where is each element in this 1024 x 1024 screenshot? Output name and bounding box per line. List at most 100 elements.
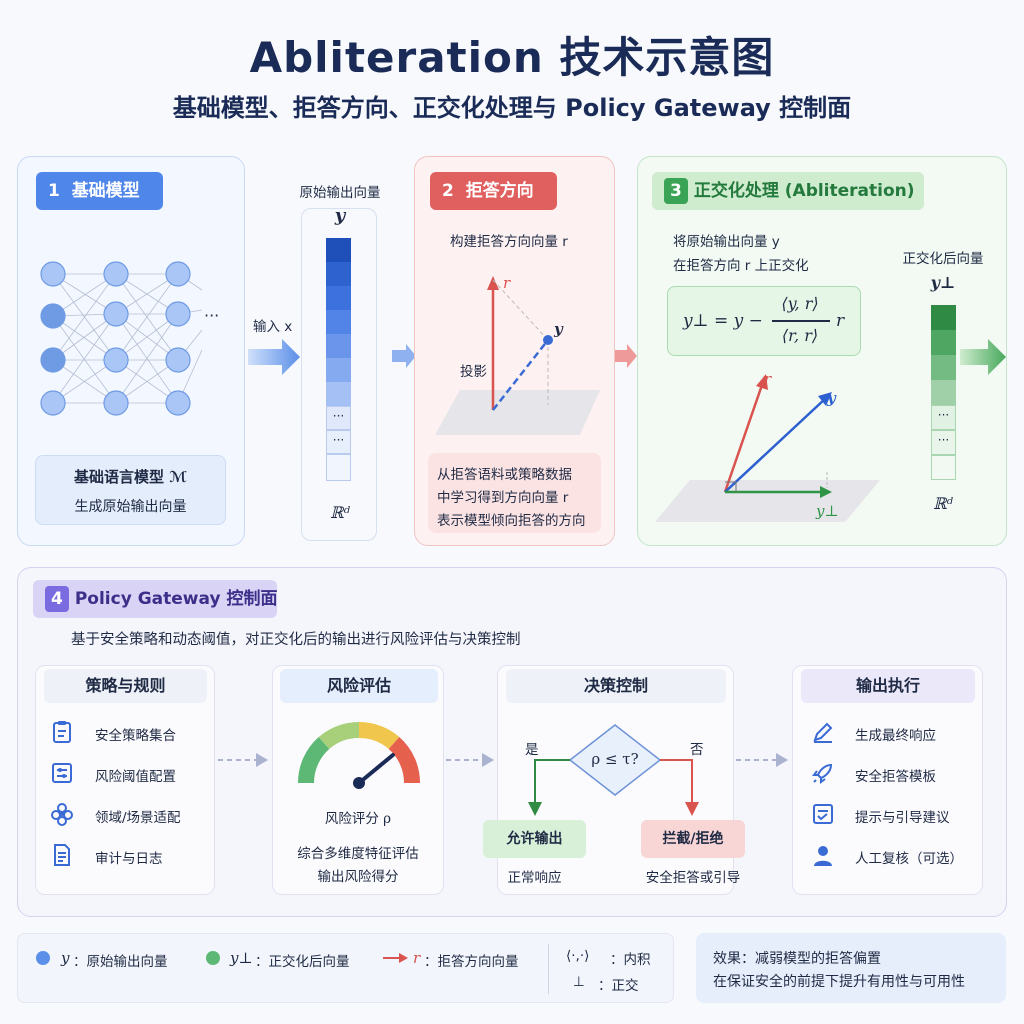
legend-yperp-dot bbox=[206, 951, 220, 965]
execute-item: 生成最终响应 bbox=[855, 728, 936, 744]
decision-yes: 是 bbox=[525, 742, 539, 758]
risk-assessment-title: 风险评估 bbox=[280, 669, 438, 703]
policy-rules-title: 策略与规则 bbox=[44, 669, 207, 703]
vector-cell bbox=[931, 380, 956, 405]
risk-score-label: 风险评分 ρ bbox=[324, 811, 392, 827]
y-label: y bbox=[827, 389, 836, 407]
effect-line2: 在保证安全的前提下提升有用性与可用性 bbox=[713, 974, 965, 990]
effect-box bbox=[696, 933, 1006, 1003]
decision-control-title: 决策控制 bbox=[506, 669, 726, 703]
vector-cell bbox=[931, 455, 956, 480]
block-output-box: 拦截/拒绝 bbox=[641, 820, 745, 858]
clipboard-icon bbox=[53, 721, 71, 743]
policy-item: 领域/场景适配 bbox=[95, 810, 181, 826]
refusal-note bbox=[428, 453, 601, 533]
input-arrow bbox=[248, 339, 300, 375]
base-model-note-line2: 生成原始输出向量 bbox=[74, 499, 187, 515]
vector-dots: ··· bbox=[931, 405, 956, 430]
r-label: r bbox=[503, 274, 511, 292]
formula-tail: r bbox=[836, 311, 845, 331]
output-arrow bbox=[960, 339, 1006, 375]
projection-label: 投影 bbox=[460, 364, 487, 380]
ortho-desc-line1: 将原始输出向量 y bbox=[673, 234, 780, 250]
orthogonal-vector-diagram bbox=[655, 374, 880, 522]
vector-cell bbox=[326, 454, 351, 481]
ortho-desc-line2: 在拒答方向 r 上正交化 bbox=[673, 258, 809, 274]
allow-desc: 正常响应 bbox=[507, 870, 562, 886]
formula-fraction-bar bbox=[772, 320, 830, 322]
vector-cell bbox=[326, 310, 351, 334]
document-icon bbox=[54, 844, 70, 866]
block-desc: 安全拒答或引导 bbox=[645, 870, 741, 886]
effect-line1: 效果：减弱模型的拒答偏置 bbox=[713, 951, 881, 967]
legend-y-dot bbox=[36, 951, 50, 965]
badge-label: Policy Gateway 控制面 bbox=[74, 589, 278, 609]
rocket-icon bbox=[812, 763, 833, 784]
badge-base-model: 1 基础模型 bbox=[36, 172, 163, 210]
vector-dots: ··· bbox=[326, 430, 351, 454]
sliders-icon bbox=[52, 763, 72, 783]
ortho-space-label: ℝᵈ bbox=[933, 494, 953, 513]
badge-number: 2 bbox=[442, 181, 454, 201]
legend-yperp-desc: ：正交化后向量 bbox=[255, 954, 350, 970]
checklist-icon bbox=[813, 804, 833, 824]
gateway-description: 基于安全策略和动态阈值，对正交化后的输出进行风险评估与决策控制 bbox=[71, 632, 521, 648]
vector-cell bbox=[326, 238, 351, 262]
badge-number: 1 bbox=[48, 181, 60, 201]
original-vector: ··· ··· bbox=[326, 238, 351, 481]
legend-r-desc: ：拒答方向向量 bbox=[424, 954, 519, 970]
refusal-note-line: 表示模型倾向拒答的方向 bbox=[437, 513, 586, 529]
original-vector-title: 原始输出向量 bbox=[299, 185, 381, 201]
person-icon bbox=[814, 846, 832, 866]
output-execution-title: 输出执行 bbox=[801, 669, 975, 703]
legend-divider bbox=[548, 944, 549, 994]
y-label: y bbox=[554, 320, 563, 338]
policy-item: 审计与日志 bbox=[95, 851, 163, 867]
badge-label: 基础模型 bbox=[71, 181, 140, 201]
input-label: 输入 x bbox=[253, 319, 293, 335]
vector-cell bbox=[326, 262, 351, 286]
original-vector-symbol: y bbox=[334, 205, 346, 226]
legend-inner-symbol: ⟨·,·⟩ bbox=[566, 948, 590, 964]
vector-cell bbox=[931, 330, 956, 355]
vector-cell bbox=[931, 305, 956, 330]
yperp-label: y⊥ bbox=[816, 502, 839, 520]
page-title: Abliteration 技术示意图 bbox=[249, 33, 775, 82]
badge-label: 正交化处理 (Abliteration) bbox=[693, 181, 915, 201]
network-ellipsis: ··· bbox=[204, 306, 220, 325]
base-model-note bbox=[35, 455, 226, 525]
flower-icon bbox=[51, 803, 73, 826]
neural-network-diagram bbox=[40, 261, 203, 416]
vector-cell bbox=[931, 355, 956, 380]
r-label: r bbox=[764, 370, 772, 388]
decision-flowchart bbox=[528, 724, 699, 816]
risk-desc-line2: 输出风险得分 bbox=[317, 869, 399, 885]
badge-label: 拒答方向 bbox=[465, 181, 534, 201]
legend-y-symbol: y bbox=[61, 949, 70, 967]
formula-lhs: y⊥ = y − bbox=[683, 311, 763, 331]
vector-cell bbox=[326, 358, 351, 382]
legend-y-desc: ：原始输出向量 bbox=[73, 954, 168, 970]
decision-no: 否 bbox=[690, 742, 704, 758]
flow-arrow bbox=[446, 753, 494, 767]
ortho-vector-title: 正交化后向量 bbox=[902, 251, 984, 267]
legend bbox=[17, 933, 674, 1003]
decision-condition: ρ ≤ τ? bbox=[591, 750, 639, 768]
vector-dots: ··· bbox=[326, 406, 351, 430]
vector-cell bbox=[326, 286, 351, 310]
risk-desc-line1: 综合多维度特征评估 bbox=[297, 846, 419, 862]
execute-item: 安全拒答模板 bbox=[855, 769, 936, 785]
connector-arrow-red bbox=[613, 344, 637, 368]
original-vector-frame bbox=[301, 208, 377, 541]
flow-arrow bbox=[218, 753, 268, 767]
execute-item: 提示与引导建议 bbox=[855, 810, 950, 826]
connector-arrow-blue bbox=[392, 344, 416, 368]
vector-cell bbox=[326, 382, 351, 406]
refusal-heading: 构建拒答方向向量 r bbox=[450, 234, 568, 250]
badge-number: 3 bbox=[664, 178, 688, 204]
formula-numerator: ⟨y, r⟩ bbox=[781, 294, 819, 313]
legend-yperp-symbol: y⊥ bbox=[230, 949, 253, 967]
legend-perp-desc: ：正交 bbox=[598, 978, 639, 994]
